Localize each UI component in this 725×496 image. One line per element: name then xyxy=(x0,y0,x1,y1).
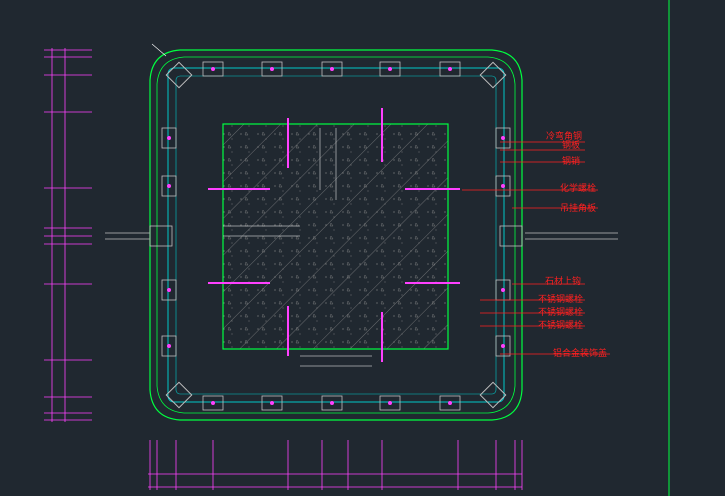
label-stainless-bolt-2: 不锈钢螺栓 xyxy=(538,306,583,318)
label-aluminum-cover: 铝合金装饰盖 xyxy=(553,347,607,359)
bottom-dimension-chain xyxy=(148,440,523,490)
wall-joints xyxy=(149,225,523,247)
concrete-column xyxy=(222,123,449,350)
leader-lines xyxy=(462,141,610,355)
wall-lines xyxy=(105,232,618,240)
label-stone-hook: 石材上钩 xyxy=(545,275,581,287)
label-stainless-bolt-1: 不锈钢螺栓 xyxy=(538,293,583,305)
label-cold-bent-angle: 冷弯角钢 xyxy=(546,130,582,142)
corner-brackets xyxy=(165,61,507,409)
label-chemical-bolt: 化学螺栓 xyxy=(560,182,596,194)
annotation-labels: 冷弯角钢 钢板 钢销 化学螺栓 吊挂角板 石材上钩 不锈钢螺栓 不锈钢螺栓 不锈… xyxy=(538,130,607,359)
inner-dimensions xyxy=(223,128,372,367)
top-left-leader xyxy=(151,43,167,57)
label-steel-plate: 钢板 xyxy=(562,139,580,151)
stone-cladding xyxy=(149,49,523,421)
left-dimension-chain xyxy=(44,48,92,422)
bolt-plates xyxy=(161,61,511,411)
label-hanging-angle: 吊挂角板 xyxy=(560,202,596,214)
chemical-bolts xyxy=(208,108,460,362)
label-stainless-bolt-3: 不锈钢螺栓 xyxy=(538,319,583,331)
label-steel-pin: 钢销 xyxy=(562,155,580,167)
